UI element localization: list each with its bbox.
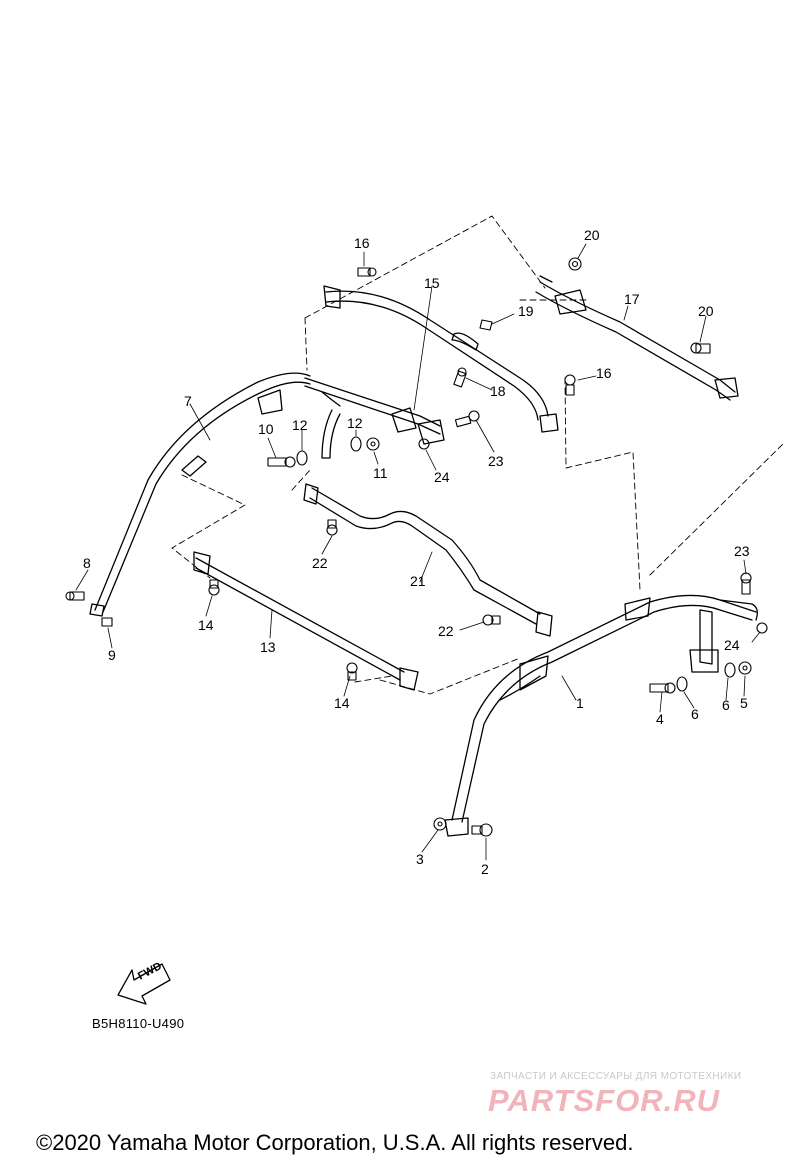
diagram-code: B5H8110-U490 [92,1016,185,1031]
bolt-23-upper-icon [454,410,480,428]
bolt-22-upper-icon [326,519,338,536]
callout-21: 21 [410,573,426,589]
washer-12-left-icon [296,450,308,466]
washer-6-left-icon [676,676,688,692]
callout-22-upper: 22 [312,555,328,571]
callout-24-center: 24 [434,469,450,485]
nut-9-icon [101,617,113,627]
part-21-lower-middle-bar [303,483,553,637]
callout-11: 11 [373,465,388,481]
bolt-16-top-icon [357,267,377,277]
bolt-14-lower-icon [346,662,358,681]
callout-16-right: 16 [596,365,612,381]
callout-8: 8 [83,555,91,571]
bolt-23-right-icon [740,572,752,595]
bolt-14-upper-icon [208,579,220,596]
washer-11-icon [366,437,380,451]
assembly-guide-lines [171,215,786,695]
bolt-18-icon [453,367,467,388]
watermark-brand: PARTSFOR.RU [488,1083,721,1118]
callout-10: 10 [258,421,274,437]
callout-1: 1 [576,695,584,711]
nut-24-right-icon [756,622,768,634]
bolt-4-icon [649,682,676,694]
upper-front-cross-bar [304,377,445,459]
part-17-right-top-rail [535,275,739,401]
callout-19: 19 [518,303,534,319]
bolt-22-lower-icon [482,614,501,626]
leader-lines [75,243,761,861]
part-7-left-upright-tube [89,372,311,617]
callout-23-upper: 23 [488,453,504,469]
callout-2: 2 [481,861,489,877]
callout-13: 13 [260,639,276,655]
part-13-lower-left-bar [193,551,419,691]
washer-5-icon [738,661,752,675]
callout-12-left: 12 [292,417,308,433]
callout-7: 7 [184,393,192,409]
callout-17: 17 [624,291,640,307]
callout-6-left: 6 [691,706,699,722]
callout-9: 9 [108,647,116,663]
callout-14-lower: 14 [334,695,350,711]
nut-24-center-icon [418,438,430,450]
callout-5: 5 [740,695,748,711]
callout-16-top: 16 [354,235,370,251]
washer-12-right-icon [350,436,362,452]
washer-6-right-icon [724,662,736,678]
callout-14-upper: 14 [198,617,214,633]
copyright-notice: ©2020 Yamaha Motor Corporation, U.S.A. A… [36,1130,634,1155]
callout-6-right: 6 [722,697,730,713]
bolt-16-right-icon [564,374,576,396]
bolt-2-icon [471,823,493,837]
clip-19-icon [479,319,493,331]
callout-4: 4 [656,711,664,727]
watermark-tagline: ЗАПЧАСТИ И АКСЕССУАРЫ ДЛЯ МОТОТЕХНИКИ [490,1071,742,1082]
callout-18: 18 [490,383,506,399]
callout-15: 15 [424,275,440,291]
callout-22-lower: 22 [438,623,454,639]
callout-23-right: 23 [734,543,750,559]
hardware [65,257,768,837]
nut-20-top-icon [568,257,582,271]
callout-3: 3 [416,851,424,867]
callout-20-right: 20 [698,303,714,319]
bolt-10-icon [267,456,296,468]
callout-12-right: 12 [347,415,363,431]
washer-3-icon [433,817,447,831]
callout-20-top: 20 [584,227,600,243]
bolt-20-right-icon [690,342,711,354]
callout-24-right: 24 [724,637,740,653]
fwd-arrow-icon [117,963,171,1005]
part-1-right-upright-tube [444,594,758,837]
bolt-8-icon [65,591,85,601]
